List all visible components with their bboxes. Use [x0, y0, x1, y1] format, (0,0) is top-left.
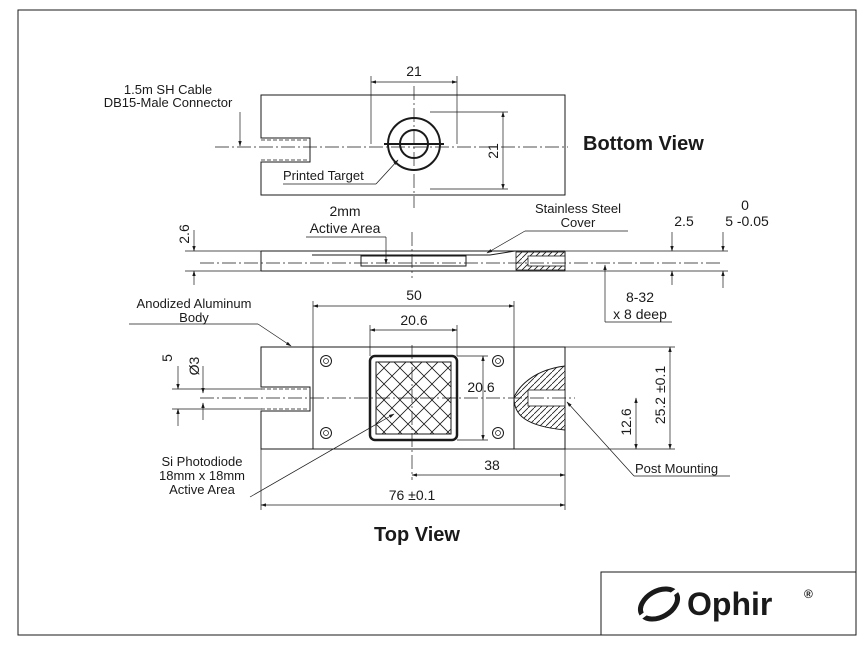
top-dia3-dim: Ø3	[186, 356, 202, 375]
top-50-dim: 50	[406, 287, 422, 303]
thread-label-line1: 8-32	[626, 289, 654, 305]
cable-label-line2: DB15-Male Connector	[104, 95, 233, 110]
printed-target-label: Printed Target	[283, 168, 364, 183]
side-2-5-dim: 2.5	[674, 213, 694, 229]
drawing-frame	[17, 9, 857, 636]
top-5-dim: 5	[159, 354, 175, 362]
post-mounting-label: Post Mounting	[635, 461, 718, 476]
cable-label-line1: 1.5m SH Cable	[124, 82, 212, 97]
photodiode-label-line2: 18mm x 18mm	[159, 468, 245, 483]
cover-label-line2: Cover	[561, 215, 596, 230]
bottom-view	[215, 76, 568, 208]
photodiode-label-line1: Si Photodiode	[162, 454, 243, 469]
top-38-dim: 38	[484, 457, 500, 473]
top-20-6-width-dim: 20.6	[400, 312, 427, 328]
body-label-line1: Anodized Aluminum	[137, 296, 252, 311]
brand-registered-mark: ®	[804, 587, 813, 601]
bottom-height-dim: 21	[485, 143, 501, 159]
top-76-dim: 76 ±0.1	[389, 487, 436, 503]
ophir-logo-icon	[635, 584, 685, 622]
logo-box	[600, 571, 857, 636]
top-12-6-dim: 12.6	[618, 408, 634, 435]
photodiode-label-line3: Active Area	[169, 482, 236, 497]
thread-label-line2: x 8 deep	[613, 306, 667, 322]
top-20-6-height-dim: 20.6	[467, 379, 494, 395]
side-2-6-dim: 2.6	[176, 224, 192, 244]
bottom-view-title: Bottom View	[583, 133, 704, 155]
top-view	[129, 301, 730, 510]
active-area-label-line1: 2mm	[329, 203, 360, 219]
cover-label-line1: Stainless Steel	[535, 201, 621, 216]
side-view	[185, 230, 728, 323]
tolerance-upper: 0	[741, 197, 749, 213]
active-area-label-line2: Active Area	[310, 220, 381, 236]
brand-name: Ophir	[687, 586, 772, 622]
tolerance-lower: 5 -0.05	[725, 213, 769, 229]
body-label-line2: Body	[179, 310, 209, 325]
top-view-title: Top View	[374, 524, 460, 546]
photodiode-window	[368, 354, 459, 442]
bottom-width-dim: 21	[406, 63, 422, 79]
top-25-2-dim: 25.2 ±0.1	[652, 366, 668, 424]
